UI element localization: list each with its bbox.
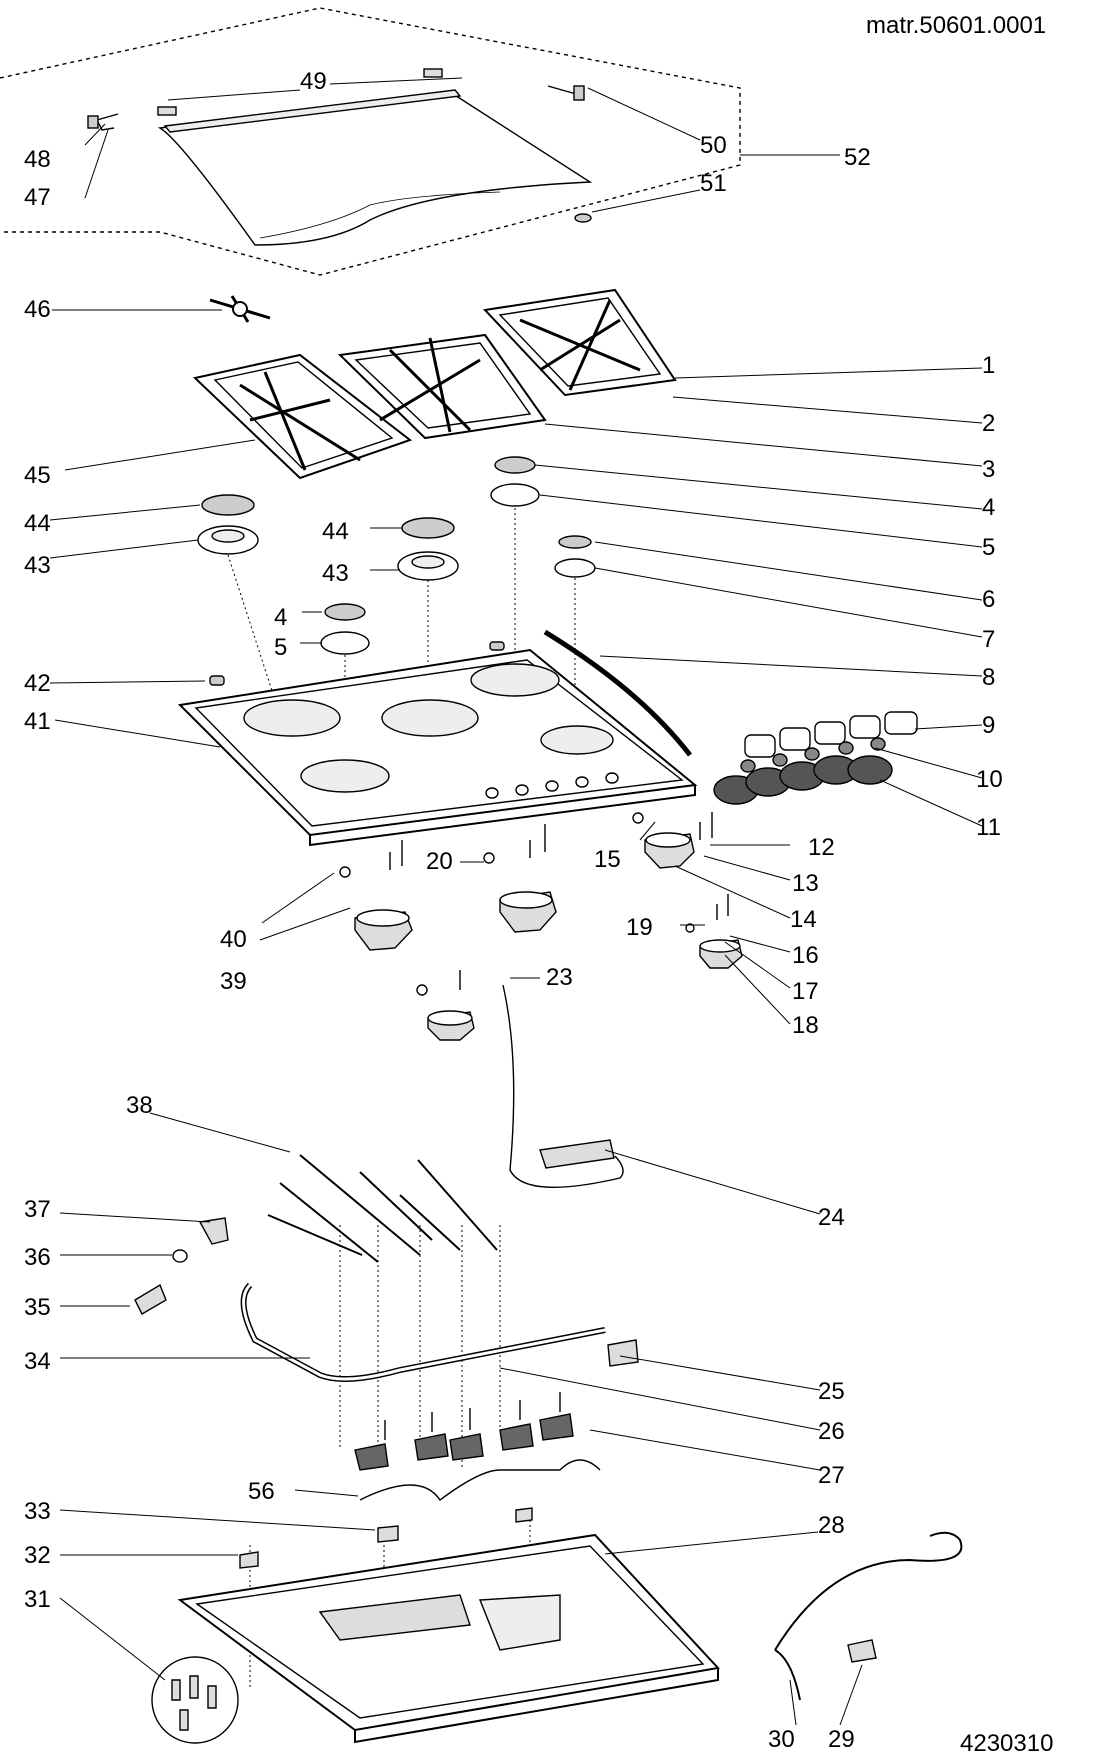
callout-13: 13 [792, 870, 819, 897]
callout-5: 5 [982, 534, 996, 561]
mains-cable [774, 1531, 963, 1651]
gas-inlet [134, 1283, 167, 1315]
pan-grid-right [482, 288, 677, 397]
callout-36: 36 [24, 1244, 51, 1271]
callout-37: 37 [24, 1196, 51, 1223]
callout-26: 26 [818, 1418, 845, 1445]
callout-43-center: 43 [322, 560, 349, 587]
gas-pipes [267, 1154, 498, 1263]
elbow-fitting [198, 1217, 229, 1245]
callout-4: 4 [982, 494, 996, 521]
burner-cap-large-left [201, 494, 255, 516]
callout-39: 39 [220, 968, 247, 995]
ignition-generator [539, 1139, 615, 1169]
callout-30: 30 [768, 1726, 795, 1753]
callout-29: 29 [828, 1726, 855, 1753]
pan-grid-left [192, 353, 413, 480]
burner-head-medium-left [320, 631, 370, 655]
cooktop-seal [543, 629, 692, 757]
callout-47: 47 [24, 184, 51, 211]
callout-25: 25 [818, 1378, 845, 1405]
material-code: matr.50601.0001 [866, 12, 1047, 39]
cooktop-top [177, 648, 698, 837]
injector-holder-18 [685, 894, 743, 969]
lid-hinge-right [423, 68, 443, 78]
callout-43-left: 43 [24, 552, 51, 579]
burner-head-small [554, 558, 596, 578]
control-knobs [713, 711, 918, 805]
callout-51: 51 [700, 170, 727, 197]
callout-6: 6 [982, 586, 996, 613]
callout-20: 20 [426, 848, 453, 875]
thermocouple-wiring [359, 1459, 601, 1502]
bracket-33 [377, 1525, 399, 1543]
callout-24: 24 [818, 1204, 845, 1231]
burner-cap-medium-left [324, 603, 366, 621]
hinge-pin-right [547, 85, 577, 95]
callout-48: 48 [24, 146, 51, 173]
callout-4-lower: 4 [274, 604, 288, 631]
terminal-connector [847, 1639, 877, 1663]
callout-44-left: 44 [24, 510, 51, 537]
callout-7: 7 [982, 626, 996, 653]
callout-33: 33 [24, 1498, 51, 1525]
callout-40: 40 [220, 926, 247, 953]
callout-1: 1 [982, 352, 996, 379]
gas-valves [354, 1392, 574, 1471]
injector-holder-small [416, 970, 475, 1041]
callout-44-center: 44 [322, 518, 349, 545]
valve-bracket-25 [607, 1339, 639, 1367]
drawing-number: 4230310 [960, 1730, 1054, 1757]
pan-grid-center [337, 333, 547, 440]
lid-assembly-boundary [0, 7, 741, 276]
injector-holder-20 [483, 824, 557, 933]
callout-28: 28 [818, 1512, 845, 1539]
callout-32: 32 [24, 1542, 51, 1569]
burner-cap-medium-right [494, 456, 536, 474]
base-tray [177, 1533, 720, 1732]
callout-10: 10 [976, 766, 1003, 793]
callout-15: 15 [594, 846, 621, 873]
lid-hinge-left [157, 106, 177, 116]
callout-19: 19 [626, 914, 653, 941]
lid-bumper [574, 213, 592, 223]
callout-3: 3 [982, 456, 996, 483]
callout-45: 45 [24, 462, 51, 489]
callout-31: 31 [24, 1586, 51, 1613]
callout-12: 12 [808, 834, 835, 861]
callout-41: 41 [24, 708, 51, 735]
callout-49: 49 [300, 68, 327, 95]
callout-35: 35 [24, 1294, 51, 1321]
callout-50: 50 [700, 132, 727, 159]
callout-17: 17 [792, 978, 819, 1005]
callout-5-lower: 5 [274, 634, 288, 661]
callout-56: 56 [248, 1478, 275, 1505]
callout-14: 14 [790, 906, 817, 933]
burner-head-medium-right [490, 483, 540, 507]
seal-ring [172, 1249, 188, 1263]
callout-8: 8 [982, 664, 996, 691]
callout-9: 9 [982, 712, 996, 739]
callout-18: 18 [792, 1012, 819, 1039]
burner-cap-large-center [401, 517, 455, 539]
glass-lid [157, 91, 593, 246]
ignition-lead [502, 984, 624, 1189]
cooktop-button-42 [209, 675, 225, 686]
callout-11: 11 [976, 814, 1001, 841]
callout-23: 23 [546, 964, 573, 991]
callout-42: 42 [24, 670, 51, 697]
callout-52: 52 [844, 144, 871, 171]
clips-detail-circle [151, 1656, 239, 1744]
burner-cap-small [558, 535, 592, 549]
callout-2: 2 [982, 410, 996, 437]
callout-46: 46 [24, 296, 51, 323]
injector-holder-39 [339, 840, 413, 951]
injector-holder-14 [632, 812, 713, 869]
callout-16: 16 [792, 942, 819, 969]
callout-38: 38 [126, 1092, 153, 1119]
callout-34: 34 [24, 1348, 51, 1375]
callout-27: 27 [818, 1462, 845, 1489]
